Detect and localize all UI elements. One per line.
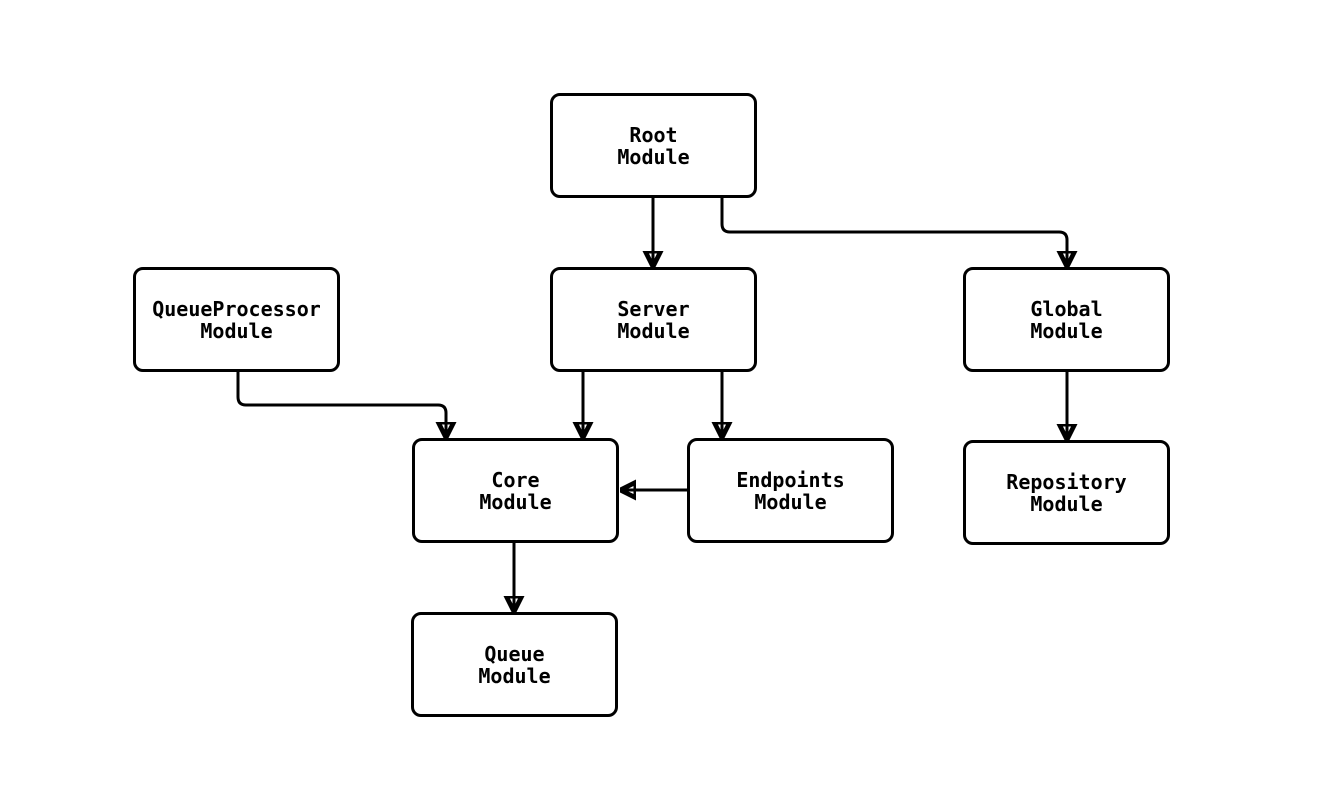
node-label-line2: Module <box>1030 491 1103 516</box>
edge-root-global <box>720 198 1067 266</box>
node-label-line1: Server <box>617 296 690 321</box>
node-repository-module: Repository Module <box>963 440 1170 545</box>
node-label-line1: Repository <box>1006 469 1127 494</box>
node-label-line1: Global <box>1030 296 1103 321</box>
node-label-line2: Module <box>1030 318 1103 343</box>
node-root-module: Root Module <box>550 93 757 198</box>
node-queue-module: Queue Module <box>411 612 618 717</box>
node-label-line2: Module <box>754 489 827 514</box>
node-label-line2: Module <box>479 489 552 514</box>
node-label-line1: QueueProcessor <box>152 296 321 321</box>
node-label-line1: Queue <box>484 641 545 666</box>
node-label-line2: Module <box>617 144 690 169</box>
node-label-line1: Endpoints <box>736 467 845 492</box>
node-label-line2: Module <box>478 663 551 688</box>
node-queueprocessor-module: QueueProcessor Module <box>133 267 340 372</box>
node-endpoints-module: Endpoints Module <box>687 438 894 543</box>
node-core-module: Core Module <box>412 438 619 543</box>
node-global-module: Global Module <box>963 267 1170 372</box>
node-label-line1: Core <box>491 467 540 492</box>
node-label-line1: Root <box>629 122 678 147</box>
node-label-line2: Module <box>617 318 690 343</box>
edge-queueprocessor-core <box>236 372 446 437</box>
node-server-module: Server Module <box>550 267 757 372</box>
node-label-line2: Module <box>200 318 273 343</box>
